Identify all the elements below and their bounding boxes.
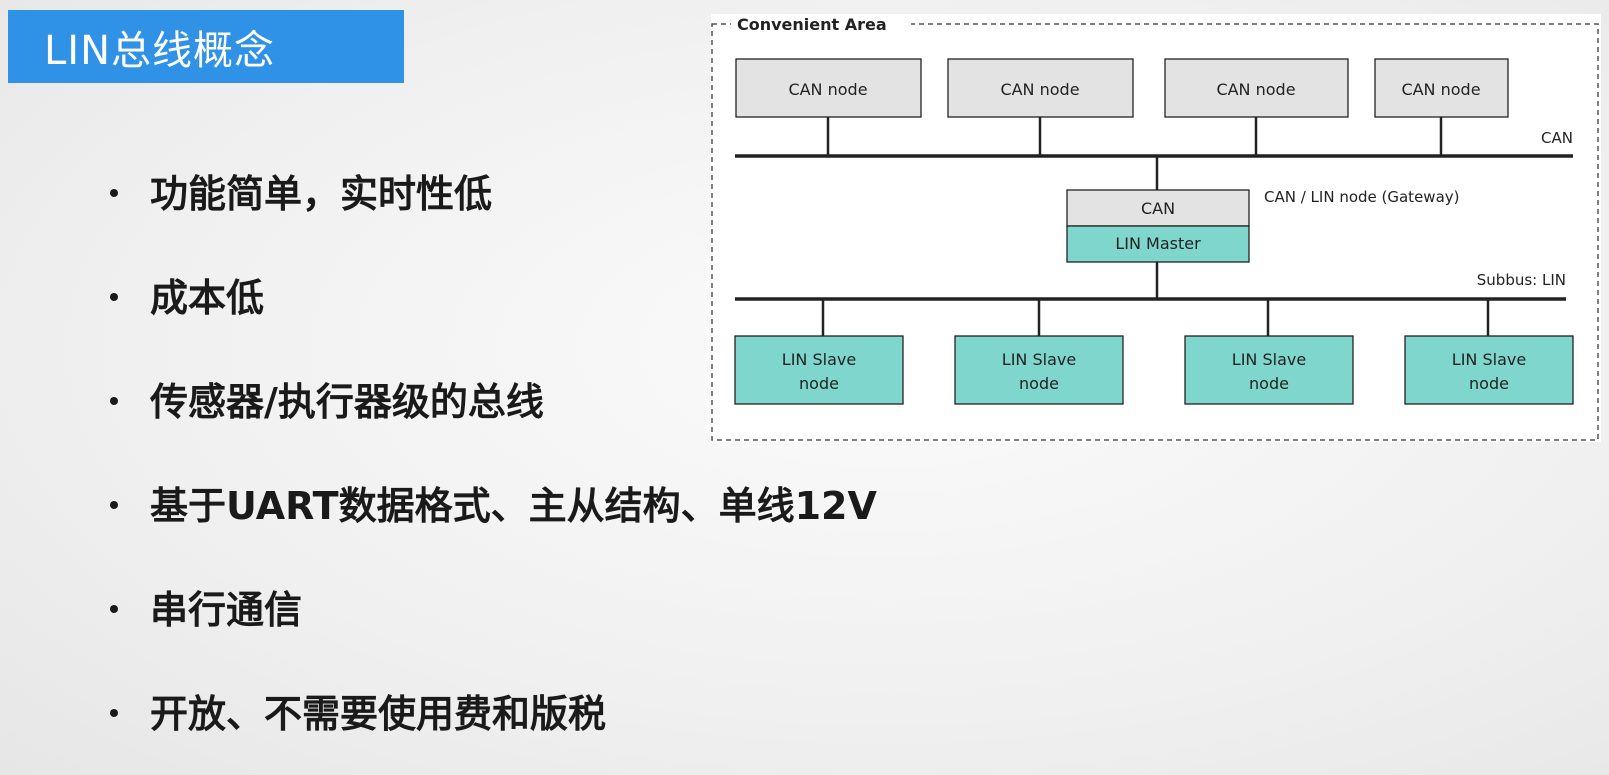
bullet-text: 开放、不需要使用费和版税 [150,692,607,736]
lin-slave-label: node [1019,374,1059,393]
can-node: CAN node [1164,58,1349,118]
lin-slave-node: LIN Slave node [1184,335,1354,405]
bullet-text: 成本低 [150,276,265,320]
gateway-lin-master-label: LIN Master [1115,234,1201,253]
gateway-label: CAN / LIN node (Gateway) [1264,188,1459,206]
lin-slave-label: node [799,374,839,393]
title-banner: LIN总线概念 [8,10,404,83]
can-node-label: CAN node [1401,80,1480,99]
can-bus-label: CAN [1541,129,1573,147]
bullet-item: 串行通信 [110,579,302,634]
bullet-dot-icon [110,396,118,405]
bullet-dot-icon [110,708,118,717]
convenient-area-border [711,23,1599,441]
bullet-item: 成本低 [110,267,264,322]
bullet-item: 基于UART数据格式、主从结构、单线12V [110,475,877,530]
gateway-can-label: CAN [1141,199,1175,218]
bullet-item: 功能简单，实时性低 [110,163,492,218]
bullet-dot-icon [110,188,118,197]
bullet-text: 基于UART数据格式、主从结构、单线12V [150,484,877,528]
can-node-label: CAN node [1000,80,1079,99]
can-node: CAN node [735,58,922,118]
lin-bus-label: Subbus: LIN [1477,271,1566,289]
area-label: Convenient Area [737,15,887,34]
bullet-dot-icon [110,604,118,613]
lin-slave-label: LIN Slave [1452,350,1526,369]
lin-slave-label: LIN Slave [1232,350,1306,369]
gateway-node: CAN LIN Master [1066,189,1250,263]
lin-slave-label: LIN Slave [1002,350,1076,369]
bullet-text: 传感器/执行器级的总线 [150,380,544,424]
bullet-dot-icon [110,292,118,301]
bullet-item: 传感器/执行器级的总线 [110,371,544,426]
bullet-dot-icon [110,500,118,509]
page-title: LIN总线概念 [44,27,276,74]
can-node-label: CAN node [788,80,867,99]
bullet-item: 开放、不需要使用费和版税 [110,683,606,738]
can-node: CAN node [1374,58,1509,118]
lin-slave-node: LIN Slave node [1404,335,1574,405]
lin-slave-label: LIN Slave [782,350,856,369]
lin-slave-label: node [1249,374,1289,393]
can-node: CAN node [947,58,1134,118]
lin-slave-node: LIN Slave node [734,335,904,405]
bullet-text: 串行通信 [150,588,303,632]
lin-slave-node: LIN Slave node [954,335,1124,405]
gateway-can-part [1066,189,1250,227]
can-node-label: CAN node [1216,80,1295,99]
lin-slave-label: node [1469,374,1509,393]
bullet-text: 功能简单，实时性低 [150,172,493,216]
can-lin-network-diagram: Convenient Area CAN node CAN node CAN no… [711,14,1601,442]
